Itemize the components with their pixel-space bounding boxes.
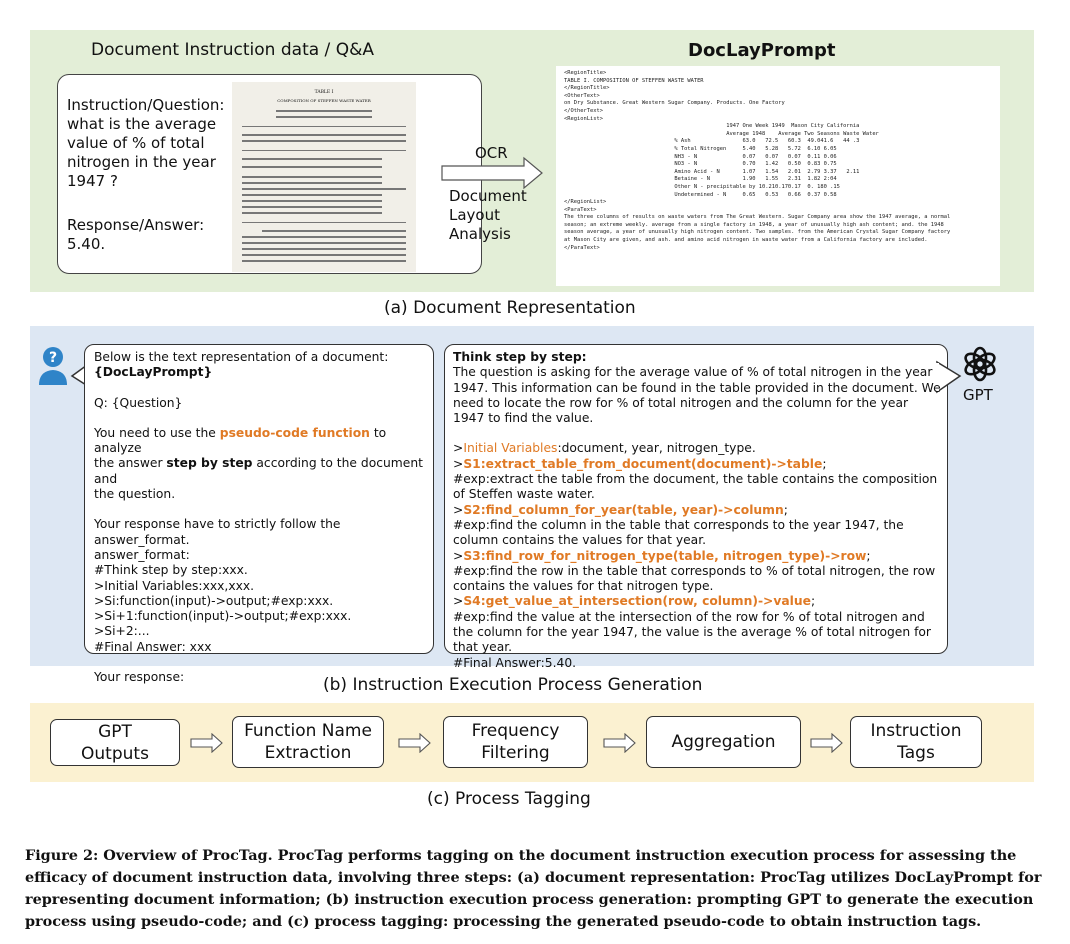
scan-subtitle: COMPOSITION OF STEFFEN WASTE WATER <box>277 98 371 103</box>
step-by-step-highlight: step by step <box>166 456 253 471</box>
prompt-line: {DocLayPrompt} <box>94 365 213 380</box>
initial-variables-value: :document, year, nitrogen_type. <box>557 441 756 456</box>
prompt-line: #Think step by step:xxx. <box>94 563 248 578</box>
gpt-response-text: Think step by step: The question is aski… <box>453 350 943 671</box>
box-line: Instruction <box>870 721 962 741</box>
answer-text: Response/Answer: 5.40. <box>67 216 204 254</box>
box-line: Frequency <box>471 721 560 741</box>
prompt-span: the answer <box>94 456 167 471</box>
step-3-function: S3:find_row_for_nitrogen_type(table, nit… <box>463 548 867 563</box>
step-line: >S4:get_value_at_intersection(row, colum… <box>453 594 816 609</box>
question-line: 1947 ? <box>67 172 118 190</box>
question-line: what is the average <box>67 115 217 133</box>
prompt-line: the question. <box>94 487 176 502</box>
flow-arrow-icon <box>603 733 636 753</box>
step-explanation: #exp:find the value at the intersection … <box>453 609 931 655</box>
step-line: >S1:extract_table_from_document(document… <box>453 456 827 471</box>
prompt-bubble <box>84 344 434 654</box>
gpt-response-bubble <box>444 344 948 654</box>
question-line: value of % of total <box>67 134 205 152</box>
doclayprompt-box: <RegionTitle> TABLE I. COMPOSITION OF ST… <box>556 66 1000 286</box>
step-1-function: S1:extract_table_from_document(document)… <box>463 456 823 471</box>
flow-arrow-icon <box>190 733 223 753</box>
step-line: >S2:find_column_for_year(table, year)->c… <box>453 502 788 517</box>
step-line: >S3:find_row_for_nitrogen_type(table, ni… <box>453 548 871 563</box>
step-explanation: #exp:find the row in the table that corr… <box>453 563 936 594</box>
instruction-data-title: Document Instruction data / Q&A <box>91 40 374 60</box>
user-question-icon: ? <box>39 347 67 385</box>
prompt-span: You need to use the <box>94 425 220 440</box>
scanned-document-image: TABLE I COMPOSITION OF STEFFEN WASTE WAT… <box>232 82 416 272</box>
box-line: Aggregation <box>671 732 776 752</box>
prompt-line: >Initial Variables:xxx,xxx. <box>94 578 255 593</box>
flow-arrow-icon <box>810 733 843 753</box>
aggregation-box: Aggregation <box>646 716 801 768</box>
flow-arrow-icon <box>398 733 431 753</box>
dla-line: Document <box>449 187 527 205</box>
question-line: nitrogen in the year <box>67 153 216 171</box>
figure-caption: Figure 2: Overview of ProcTag. ProcTag p… <box>25 847 1042 930</box>
caption-c: (c) Process Tagging <box>427 789 591 809</box>
caption-a: (a) Document Representation <box>384 298 636 318</box>
prompt-line: You need to use the pseudo-code function… <box>94 426 434 457</box>
prompt-span: according to the document and <box>94 456 423 486</box>
doclayprompt-title: DocLayPrompt <box>688 40 836 61</box>
prompt-line: Q: {Question} <box>94 395 183 410</box>
ocr-label: OCR <box>475 144 508 162</box>
final-answer: #Final Answer:5.40. <box>453 655 577 670</box>
box-line: Outputs <box>81 743 149 764</box>
dla-line: Analysis <box>449 225 511 243</box>
prompt-line: >Si+2:... <box>94 624 150 639</box>
initial-variables-line: >Initial Variables:document, year, nitro… <box>453 441 756 456</box>
initial-variables-label: Initial Variables <box>463 441 558 456</box>
prompt-line: answer_format: <box>94 547 190 562</box>
bubble-tail <box>936 360 962 394</box>
dla-label: Document Layout Analysis <box>449 187 527 244</box>
scan-title: TABLE I <box>314 90 334 95</box>
box-line: Function Name <box>244 721 372 741</box>
prompt-line: Your response: <box>94 670 185 685</box>
dla-line: Layout <box>449 206 500 224</box>
prompt-text: Below is the text representation of a do… <box>94 350 434 685</box>
box-line: Tags <box>897 743 935 763</box>
doclayprompt-text: <RegionTitle> TABLE I. COMPOSITION OF ST… <box>564 70 951 251</box>
box-line: Filtering <box>481 743 550 763</box>
prompt-line: the answer step by step according to the… <box>94 456 434 487</box>
box-line: Extraction <box>264 743 352 763</box>
gpt-logo-icon <box>964 346 996 382</box>
think-heading: Think step by step: <box>453 350 587 364</box>
prompt-line: >Si:function(input)->output;#exp:xxx. <box>94 593 334 608</box>
process-arrow-icon <box>441 156 543 190</box>
step-explanation: #exp:extract the table from the document… <box>453 472 938 502</box>
answer-line: 5.40. <box>67 235 106 253</box>
gpt-label: GPT <box>963 386 993 404</box>
prompt-line: #Final Answer: xxx <box>94 639 212 654</box>
box-line: GPT <box>98 721 132 742</box>
answer-line: Response/Answer: <box>67 216 205 234</box>
response-intro: The question is asking for the average v… <box>453 365 941 426</box>
step-4-function: S4:get_value_at_intersection(row, column… <box>463 594 811 609</box>
prompt-line: Below is the text representation of a do… <box>94 350 389 364</box>
prompt-line: Your response have to strictly follow th… <box>94 517 341 547</box>
caption-b: (b) Instruction Execution Process Genera… <box>323 675 703 695</box>
question-line: Instruction/Question: <box>67 96 225 114</box>
prompt-line: >Si+1:function(input)->output;#exp:xxx. <box>94 609 352 624</box>
question-text: Instruction/Question: what is the averag… <box>67 96 224 191</box>
step-2-function: S2:find_column_for_year(table, year)->co… <box>463 502 784 517</box>
svg-text:?: ? <box>49 350 57 366</box>
step-explanation: #exp:find the column in the table that c… <box>453 517 904 548</box>
pseudo-code-highlight: pseudo-code function <box>219 425 370 440</box>
prompt-span: to analyze <box>94 425 387 456</box>
